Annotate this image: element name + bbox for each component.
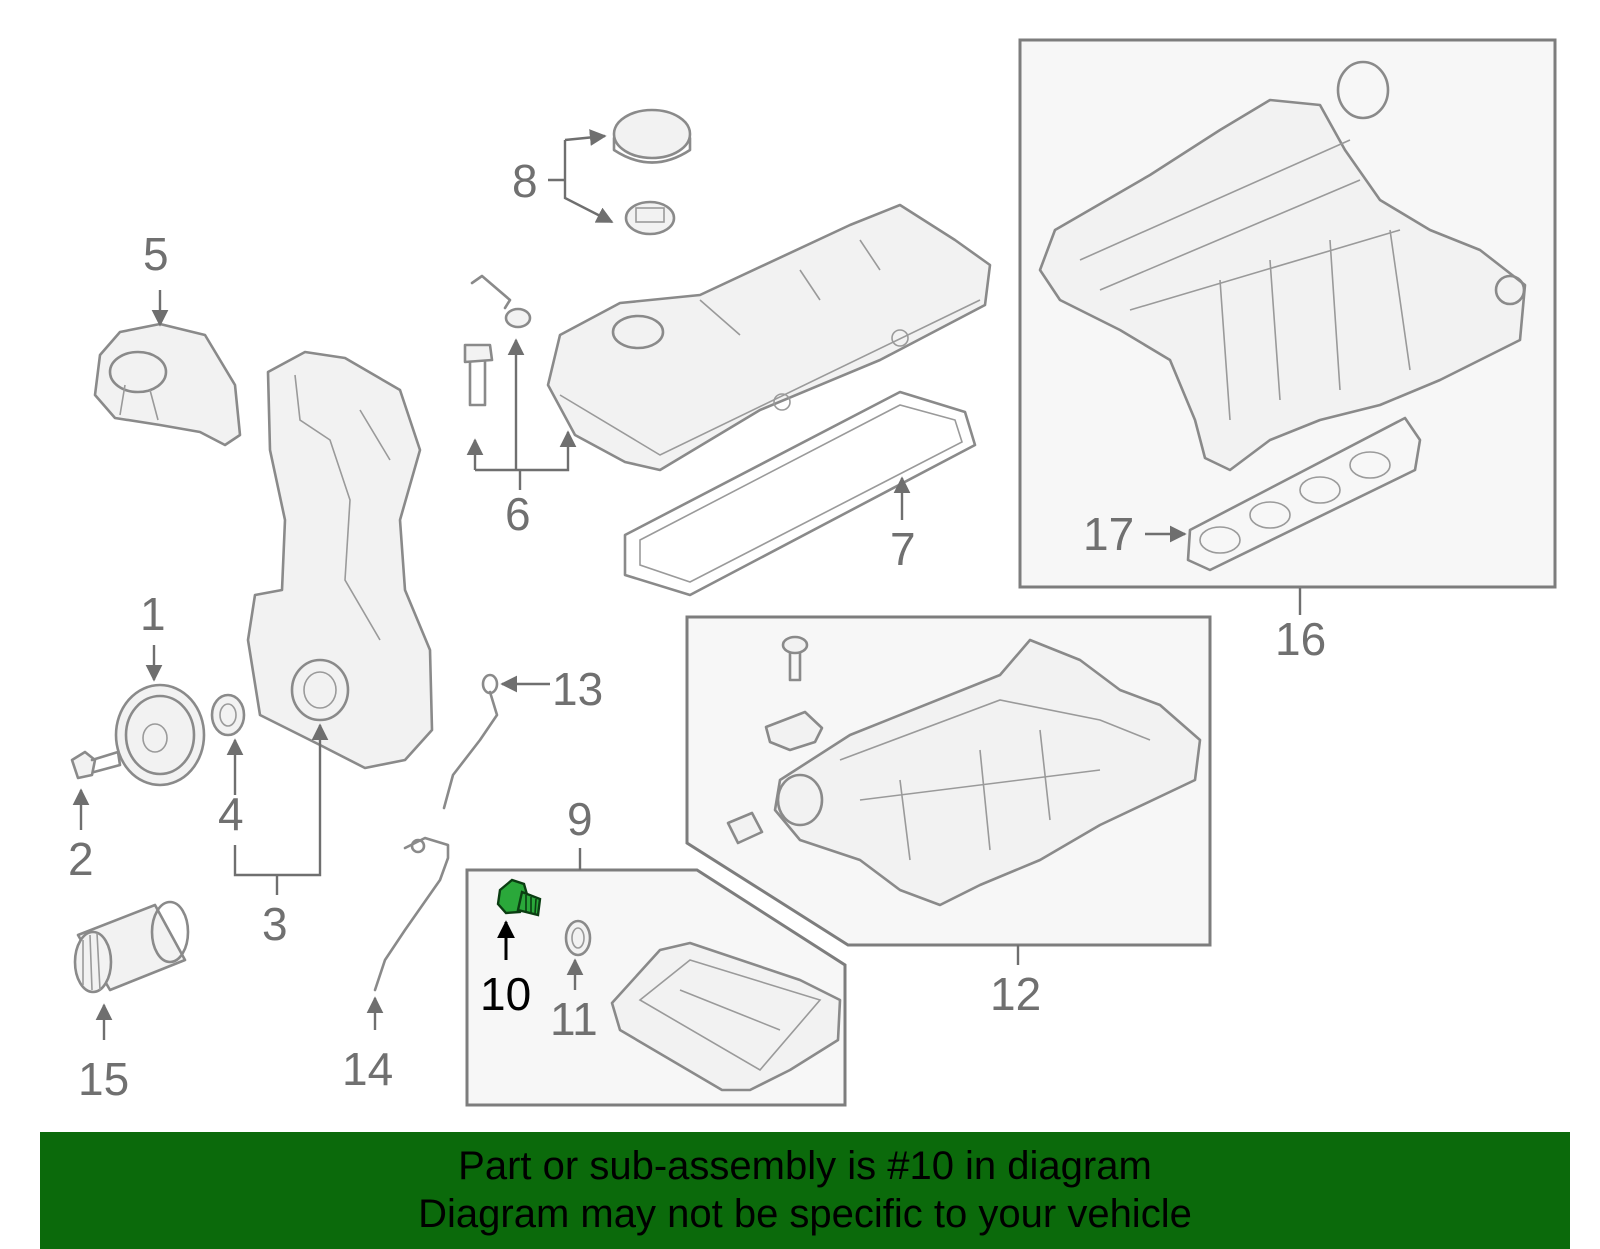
front-seal-part <box>210 693 246 737</box>
intake-gasket-part <box>1186 416 1422 572</box>
oil-filter-part <box>73 900 190 994</box>
callout-4: 4 <box>218 788 244 840</box>
callout-10-highlighted: 10 <box>480 968 531 1020</box>
drain-plug-highlighted-part <box>496 878 542 917</box>
cover-bolts-part <box>463 274 532 407</box>
lower-oil-pan-part <box>610 941 842 1092</box>
upper-oil-pan-part <box>726 635 1202 907</box>
valve-cover-part <box>546 203 992 472</box>
pulley-bolt-part <box>70 750 122 780</box>
banner-line-disclaimer: Diagram may not be specific to your vehi… <box>418 1192 1192 1236</box>
timing-cover-part <box>246 350 434 770</box>
callout-1: 1 <box>140 588 166 640</box>
banner-line-part-number: Part or sub-assembly is #10 in diagram <box>458 1144 1152 1188</box>
callout-7: 7 <box>890 523 916 575</box>
callout-12: 12 <box>990 968 1041 1020</box>
engine-parts-diagram: 5 1 2 4 3 15 14 13 8 6 7 17 16 12 9 10 1… <box>68 38 1557 1107</box>
crank-pulley-part <box>114 683 206 787</box>
intake-manifold-part <box>1038 60 1527 472</box>
callout-16: 16 <box>1275 613 1326 665</box>
valve-cover-gasket-part <box>623 390 977 597</box>
callout-8: 8 <box>512 155 538 207</box>
callout-11: 11 <box>550 993 598 1045</box>
callout-6: 6 <box>505 488 531 540</box>
callout-14: 14 <box>342 1043 393 1095</box>
callout-2: 2 <box>68 833 94 885</box>
callout-17: 17 <box>1083 508 1134 560</box>
dipstick-tube-part <box>373 836 450 992</box>
callout-13: 13 <box>552 663 603 715</box>
callout-15: 15 <box>78 1053 129 1105</box>
filler-cap-part <box>612 108 692 236</box>
callout-5: 5 <box>143 228 169 280</box>
drain-washer-part <box>564 919 592 957</box>
callout-9: 9 <box>567 793 593 845</box>
info-banner: Part or sub-assembly is #10 in diagram D… <box>40 1132 1570 1249</box>
callout-3: 3 <box>262 898 288 950</box>
water-pump-part <box>93 322 242 447</box>
dipstick-part <box>442 673 499 810</box>
leader-lines <box>72 129 1302 1040</box>
